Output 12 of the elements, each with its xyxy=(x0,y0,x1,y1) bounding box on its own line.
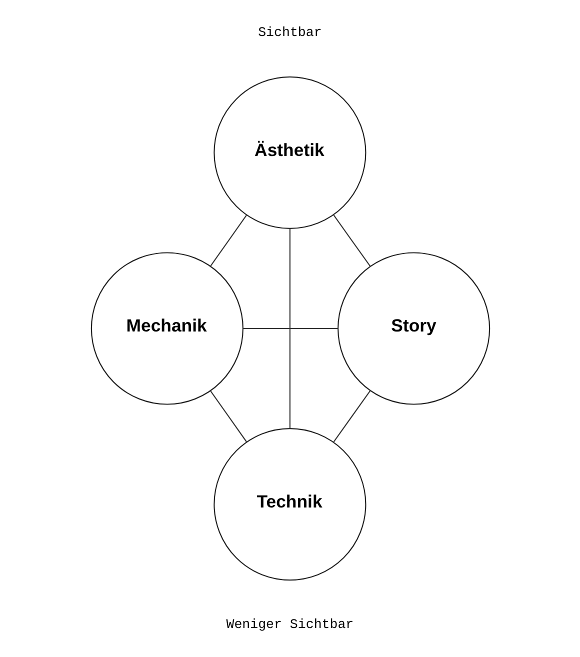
label: Sichtbar xyxy=(258,25,322,40)
connector xyxy=(332,390,370,443)
node-circle: Story xyxy=(337,252,490,405)
connector xyxy=(242,328,338,330)
connector xyxy=(332,214,370,267)
label: Weniger Sichtbar xyxy=(226,616,354,632)
node-circle: Mechanik xyxy=(90,252,243,405)
node-circle: Ästhetik xyxy=(213,76,366,229)
connector xyxy=(210,390,247,442)
connector xyxy=(288,228,290,428)
node-circle: Technik xyxy=(213,428,366,581)
connector xyxy=(210,214,247,266)
